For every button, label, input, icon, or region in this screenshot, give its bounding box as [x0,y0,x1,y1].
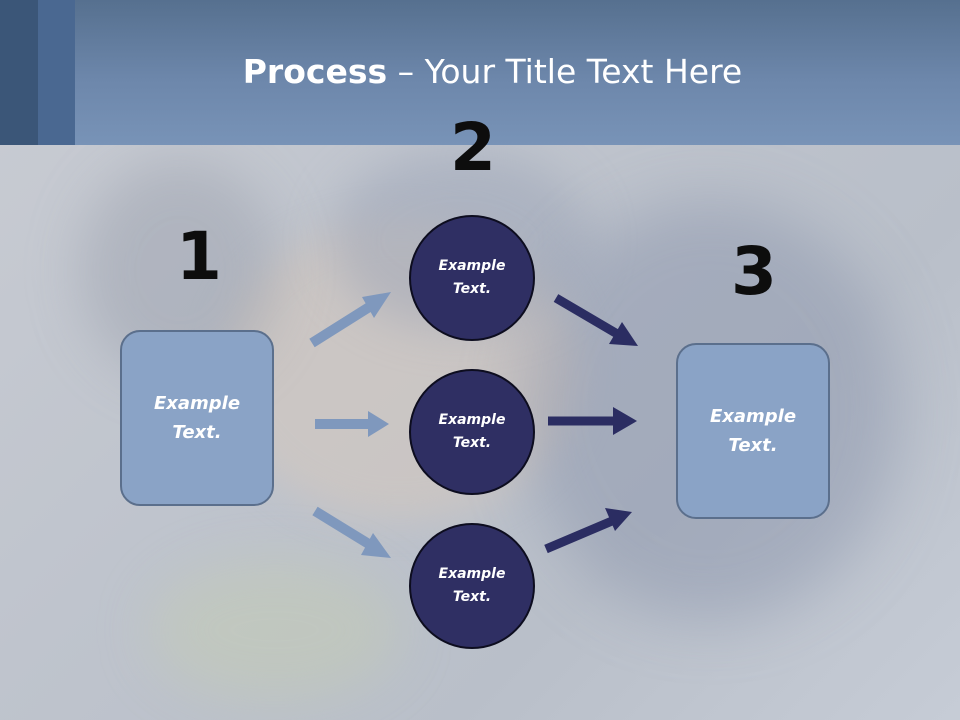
arrow-top-to-right-head [609,322,638,346]
title-bar-accent-secondary [38,0,75,145]
arrow-left-to-bottom [312,506,375,551]
circle-middle[interactable]: Example Text. [409,369,535,495]
left-text-box[interactable]: Example Text. [120,330,274,506]
arrow-left-to-middle-head [368,411,389,437]
title-bar: Process – Your Title Text Here [0,0,960,145]
arrow-left-to-top-head [362,292,391,318]
circle-bottom-text: Example Text. [438,566,506,605]
title-bold-part: Process [242,52,388,91]
circle-bottom[interactable]: Example Text. [409,523,535,649]
right-box-text: Example Text. [709,406,797,456]
circle-middle-text: Example Text. [438,412,506,451]
background-photo-light [150,560,400,700]
left-box-text: Example Text. [153,393,241,443]
circle-top[interactable]: Example Text. [409,215,535,341]
step-number-1: 1 [176,218,222,295]
arrow-middle-to-right-head [613,407,637,435]
right-text-box[interactable]: Example Text. [676,343,830,519]
circle-top-text: Example Text. [438,258,506,297]
slide-title[interactable]: Process – Your Title Text Here [0,52,960,91]
arrow-bottom-to-right-head [605,508,632,531]
arrow-left-to-top [309,299,377,348]
arrow-top-to-right [553,294,622,339]
arrow-left-to-bottom-head [361,533,391,558]
arrow-bottom-to-right [544,516,614,554]
title-rest-part: – Your Title Text Here [387,52,743,91]
step-number-2: 2 [450,109,496,186]
step-number-3: 3 [731,233,777,310]
title-bar-accent [0,0,38,145]
